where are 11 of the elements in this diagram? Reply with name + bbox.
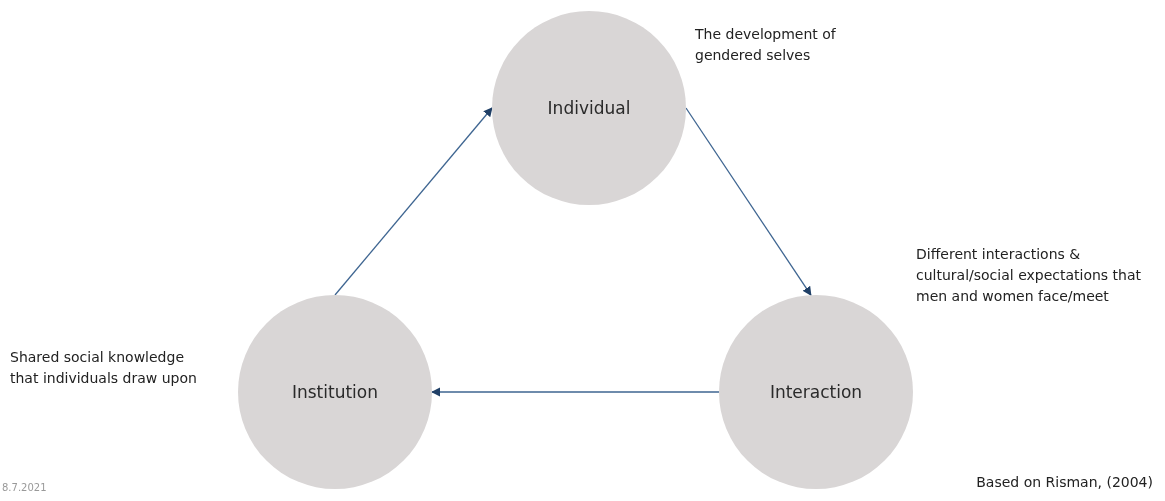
arrow xyxy=(685,107,812,296)
date-label: 8.7.2021 xyxy=(2,482,47,493)
source-note: Based on Risman, (2004) xyxy=(976,474,1153,490)
node-label: Individual xyxy=(547,98,631,118)
description-text: Shared social knowledge that individuals draw upon xyxy=(10,348,198,388)
node-label: Interaction xyxy=(769,382,863,402)
description-text: The development of gendered selves xyxy=(695,25,837,65)
node-label: Institution xyxy=(291,382,378,402)
arrow xyxy=(431,387,720,397)
description-text: Different interactions & cultural/social expectations that men and women face/meet xyxy=(916,245,1143,306)
arrow xyxy=(334,107,493,296)
